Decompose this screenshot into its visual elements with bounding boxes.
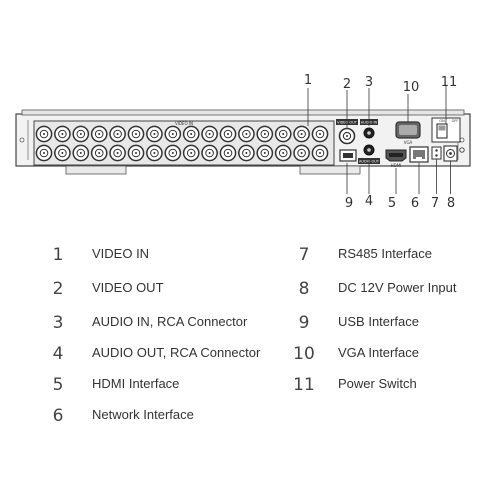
video-in-bnc-connector[interactable]: [238, 144, 255, 162]
legend-number: 8: [298, 279, 310, 299]
ground-terminal-icon: [459, 147, 465, 153]
video-in-bnc-connector[interactable]: [72, 125, 90, 143]
switch-on-label: ON: [439, 119, 445, 123]
callout-number: 10: [403, 80, 420, 95]
callout-number: 6: [411, 196, 419, 211]
legend-label: VIDEO OUT: [92, 280, 164, 295]
vga-panel-label: VGA: [404, 140, 413, 145]
video-in-bnc-connector[interactable]: [293, 125, 310, 143]
legend-label: HDMI Interface: [92, 376, 180, 391]
video-in-bnc-connector[interactable]: [127, 125, 145, 143]
legend-label: Power Switch: [338, 376, 417, 391]
video-in-bnc-connector[interactable]: [256, 144, 274, 162]
audio-out-panel-label: AUDIO OUT: [359, 160, 380, 164]
video-in-bnc-connector[interactable]: [219, 125, 237, 143]
video-in-bnc-connector[interactable]: [146, 125, 163, 143]
legend-number: 2: [52, 279, 64, 299]
callout-numbers: 1 2 3 4 5 6 7 8 9 10 11: [304, 73, 457, 211]
video-in-bnc-connector[interactable]: [90, 144, 108, 162]
callout-number: 4: [365, 194, 373, 209]
video-in-bnc-connector[interactable]: [293, 144, 310, 162]
legend-label: AUDIO OUT, RCA Connector: [92, 345, 261, 360]
switch-off-label: OFF: [452, 119, 459, 123]
video-in-bnc-connector[interactable]: [311, 125, 329, 143]
video-out-panel-label: VIDEO OUT: [337, 121, 358, 125]
callout-number: 8: [447, 196, 455, 211]
video-in-bnc-connector[interactable]: [201, 144, 218, 162]
video-in-bnc-connector[interactable]: [109, 144, 126, 162]
video-in-bnc-connector[interactable]: [54, 125, 71, 143]
legend-number: 6: [52, 406, 64, 426]
legend-number: 1: [52, 245, 64, 265]
chassis-foot-left: [65, 165, 127, 175]
chassis-foot-right: [299, 165, 361, 175]
callout-number: 1: [304, 73, 312, 88]
callout-leader-lines: [307, 86, 451, 194]
video-in-bnc-connector[interactable]: [72, 144, 90, 162]
legend-number: 11: [293, 375, 315, 395]
video-in-panel-label: VIDEO IN: [175, 121, 193, 126]
legend-number: 4: [52, 344, 64, 364]
legend-number: 3: [52, 313, 64, 333]
legend-label: VGA Interface: [338, 345, 419, 360]
hdmi-panel-label: HDMI: [391, 163, 402, 168]
legend-number: 9: [298, 313, 310, 333]
video-in-bnc-connector[interactable]: [182, 125, 200, 143]
callout-number: 3: [365, 75, 373, 90]
video-in-bnc-connector[interactable]: [274, 125, 292, 143]
video-in-bnc-connector[interactable]: [35, 125, 53, 143]
power-switch[interactable]: [436, 123, 448, 139]
legend-number: 10: [293, 344, 315, 364]
legend-label: Network Interface: [92, 407, 194, 422]
video-in-bnc-connector[interactable]: [238, 125, 255, 143]
callout-number: 7: [431, 196, 439, 211]
video-in-bnc-connector[interactable]: [35, 144, 53, 162]
video-in-bnc-connector[interactable]: [164, 125, 182, 143]
video-in-bnc-connector[interactable]: [164, 144, 182, 162]
legend-label: AUDIO IN, RCA Connector: [92, 314, 248, 329]
callout-number: 11: [441, 75, 458, 90]
legend-label: DC 12V Power Input: [338, 280, 457, 295]
legend-number: 7: [298, 245, 310, 265]
legend-label: RS485 Interface: [338, 246, 432, 261]
legend-number: 5: [52, 375, 64, 395]
video-in-bnc-connector[interactable]: [219, 144, 237, 162]
video-in-bnc-connector[interactable]: [90, 125, 108, 143]
video-in-bnc-connector[interactable]: [127, 144, 145, 162]
video-in-bnc-connector[interactable]: [256, 125, 274, 143]
screw-icon: [19, 137, 25, 143]
legend-label: VIDEO IN: [92, 246, 150, 261]
chassis-top-lip: [21, 109, 465, 116]
legend-label: USB Interface: [338, 314, 419, 329]
callout-number: 9: [345, 196, 353, 211]
video-in-bnc-connector[interactable]: [146, 144, 163, 162]
video-in-bnc-connector[interactable]: [109, 125, 126, 143]
callout-number: 2: [343, 77, 351, 92]
video-in-bnc-connector[interactable]: [274, 144, 292, 162]
video-in-bnc-connector[interactable]: [201, 125, 218, 143]
video-in-bnc-grid: [35, 125, 329, 162]
video-in-bnc-connector[interactable]: [311, 144, 329, 162]
callout-number: 5: [388, 196, 396, 211]
video-in-bnc-connector[interactable]: [182, 144, 200, 162]
video-in-bnc-connector[interactable]: [54, 144, 71, 162]
